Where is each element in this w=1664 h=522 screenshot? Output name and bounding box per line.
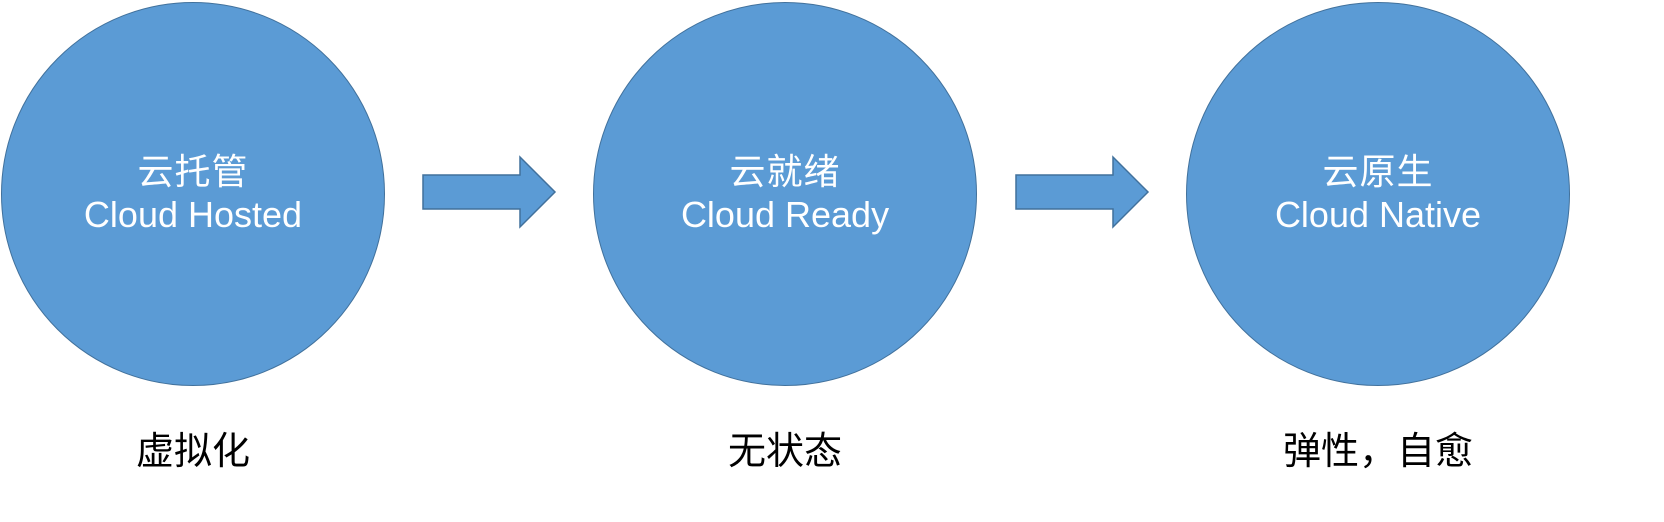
stage-caption-elastic-self-healing: 弹性，自愈: [1282, 429, 1473, 473]
right-arrow-icon: [422, 155, 557, 229]
stage-caption-virtualization: 虚拟化: [135, 429, 250, 473]
stage-title-zh: 云就绪: [729, 152, 841, 193]
arrow-shape: [422, 155, 557, 229]
right-arrow-icon: [1015, 155, 1150, 229]
stage-circle-cloud-hosted: 云托管 Cloud Hosted: [1, 2, 385, 386]
stage-title-en: Cloud Ready: [680, 194, 890, 235]
arrow-shape: [1015, 155, 1150, 229]
stage-title-en: Cloud Hosted: [83, 194, 303, 235]
stage-title-zh: 云托管: [137, 152, 249, 193]
stage-circle-cloud-native: 云原生 Cloud Native: [1186, 2, 1570, 386]
stage-title-en: Cloud Native: [1274, 194, 1482, 235]
stage-caption-stateless: 无状态: [727, 429, 842, 473]
stage-title-zh: 云原生: [1322, 152, 1434, 193]
stage-circle-cloud-ready: 云就绪 Cloud Ready: [593, 2, 977, 386]
